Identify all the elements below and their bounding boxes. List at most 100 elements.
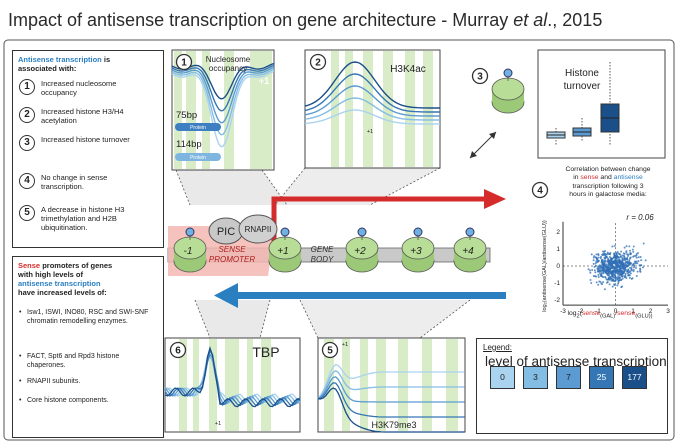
scatter-point [594,264,597,267]
scatter-point [628,258,631,261]
gene-nucleosome-label: +3 [410,246,422,257]
scatter-point [613,244,616,247]
panel1-badge-circle [175,53,193,71]
scatter-point [619,279,622,282]
legend-level-box: 7 [556,366,581,389]
legend-label: level of antisense transcription [485,354,667,369]
sense-bullet: Isw1, ISWI, INO80, RSC and SWI-SNF chrom… [19,309,151,326]
item-number-badge: 3 [19,135,35,151]
scatter-point [632,245,635,248]
item-text: Increased histone turnover [41,135,130,144]
sense-promoter-label-2: PROMOTER [209,255,255,264]
panel3-badge-number: 3 [477,72,483,83]
scatter-point [623,271,626,274]
turnover-nucleosome-top [491,77,525,101]
sense-bullet: RNAPII subunits. [19,378,151,387]
scatter-point [614,260,617,263]
panel2-h3k4ac-stripe [405,51,415,167]
scatter-point [633,260,636,263]
panel2-h3k4ac-stripe [345,51,353,167]
scatter-point [589,269,592,272]
scatter-point [595,256,598,259]
scatter-point [605,264,608,267]
scatter-point [617,281,620,284]
scatter-point [614,256,617,259]
scatter-x-tick: 1 [631,308,635,315]
panel5-label: H3K79me3 [371,420,416,430]
scatter-point [611,279,614,282]
scatter-point [625,277,628,280]
scatter-point [603,268,606,271]
scatter-point [613,280,616,283]
panel1-funnel [176,170,287,205]
scatter-point [616,257,619,260]
scatter-point [619,256,622,259]
scatter-x-tick: 2 [649,308,653,315]
scatter-point [619,264,622,267]
scatter-point [593,255,596,258]
scatter-point [611,262,614,265]
panel1-occupancy-stripe [202,51,210,169]
sense-bullet: FACT, Spt6 and Rpd3 histone chaperones. [19,353,151,370]
item-number-badge: 2 [19,107,35,123]
sense-panel-heading: Sense promoters of genes with high level… [18,261,113,297]
scatter-point [600,269,603,272]
scatter-point [607,257,610,260]
scatter-point [597,256,600,259]
item-text: A decrease in histone H3 trimethylation … [41,205,125,232]
scatter-point [617,271,620,274]
panel5-h3k79me3-stripe [360,339,368,431]
legend-level-box: 0 [490,366,515,389]
scatter-point [618,279,621,282]
panel5-h3k79me3-frame [317,337,466,433]
scatter-point [621,265,624,268]
scatter-point [625,251,628,254]
scatter-y-tick: 2 [556,229,560,236]
figure-title: Impact of antisense transcription on gen… [8,10,603,30]
panel5-h3k79me3 [317,337,466,433]
scatter-point [619,269,622,272]
panel3-badge-circle [471,67,489,85]
scatter-point [610,277,613,280]
scatter-point [606,251,609,254]
gene-nucleosome-label: +4 [462,246,474,257]
scatter-point [604,267,607,270]
scatter-point [613,254,616,257]
protein-footprint-114 [175,153,221,161]
scatter-point [604,257,607,260]
scatter-point [616,284,619,287]
scatter-point [603,250,606,253]
scatter-point [634,267,637,270]
scatter-point [641,266,644,269]
panel6-label: TBP [252,344,279,360]
scatter-point [609,267,612,270]
panel5-h3k79me3-stripe [446,339,458,431]
scatter-point [597,259,600,262]
scatter-y-tick: -2 [554,297,560,304]
scatter-point [600,261,603,264]
scatter-point [597,254,600,257]
scatter-point [608,266,611,269]
scatter-point [614,268,617,271]
gene-nucleosome-label: +2 [354,246,366,257]
panel6-tbp-stripe [225,339,239,431]
rnapii-complex [238,214,278,244]
scatter-point [624,274,627,277]
panel2-badge-number: 2 [315,58,321,69]
scatter-point [589,278,592,281]
scatter-point [595,281,598,284]
scatter-point [627,264,630,267]
panel6-badge-circle [169,341,187,359]
scatter-y-tick: -1 [554,280,560,287]
scatter-point [640,264,643,267]
scatter-point [631,277,634,280]
scatter-point [613,252,616,255]
panel5-h3k79me3-stripe [422,339,432,431]
panel2-h3k4ac-stripe [423,51,433,167]
scatter-point [620,260,623,263]
scatter-point [624,272,627,275]
scatter-point [625,270,628,273]
h3k4ac-curve [304,73,440,113]
panel1-114bp: 114bp [176,139,202,150]
